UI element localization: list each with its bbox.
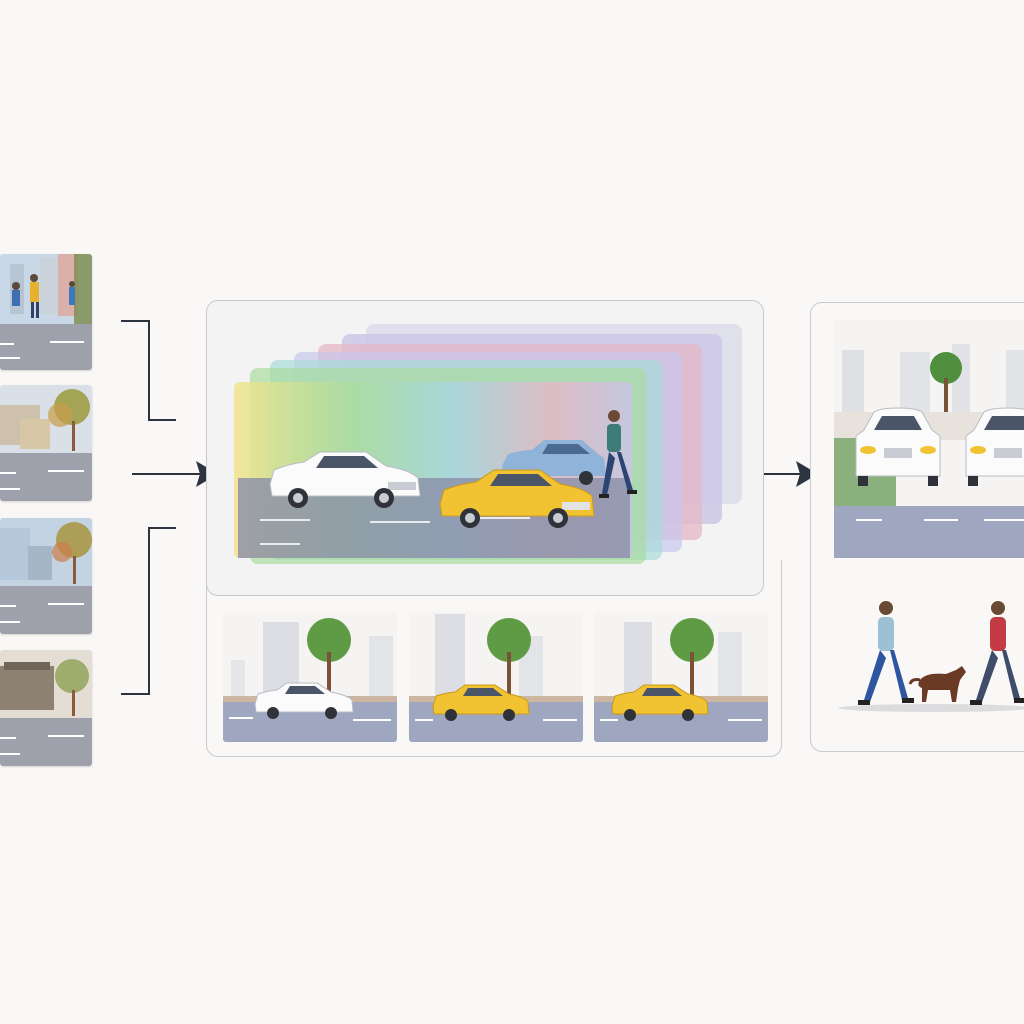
bracket-top xyxy=(121,320,176,421)
input-frame-4 xyxy=(0,650,92,766)
frame-stack xyxy=(234,324,742,564)
output-arrow-head xyxy=(796,461,818,487)
crop-white-car xyxy=(223,612,397,742)
walking-person xyxy=(599,410,637,498)
crop-yellow-car-1 xyxy=(409,612,583,742)
white-car xyxy=(269,451,421,508)
person-red-shirt xyxy=(970,601,1024,705)
output-vehicles xyxy=(834,320,1024,558)
dog xyxy=(908,666,966,702)
output-white-car-1 xyxy=(855,407,941,486)
output-white-car-2 xyxy=(965,407,1024,486)
output-pedestrians xyxy=(834,590,1024,720)
crop-yellow-car-2 xyxy=(594,612,768,742)
input-frame-2 xyxy=(0,385,92,501)
input-frame-3 xyxy=(0,518,92,634)
input-frame-1 xyxy=(0,254,92,370)
person-blue-shirt xyxy=(858,601,914,705)
crops-panel-frame xyxy=(206,560,782,757)
yellow-car xyxy=(439,469,595,528)
bracket-bottom xyxy=(121,527,176,695)
